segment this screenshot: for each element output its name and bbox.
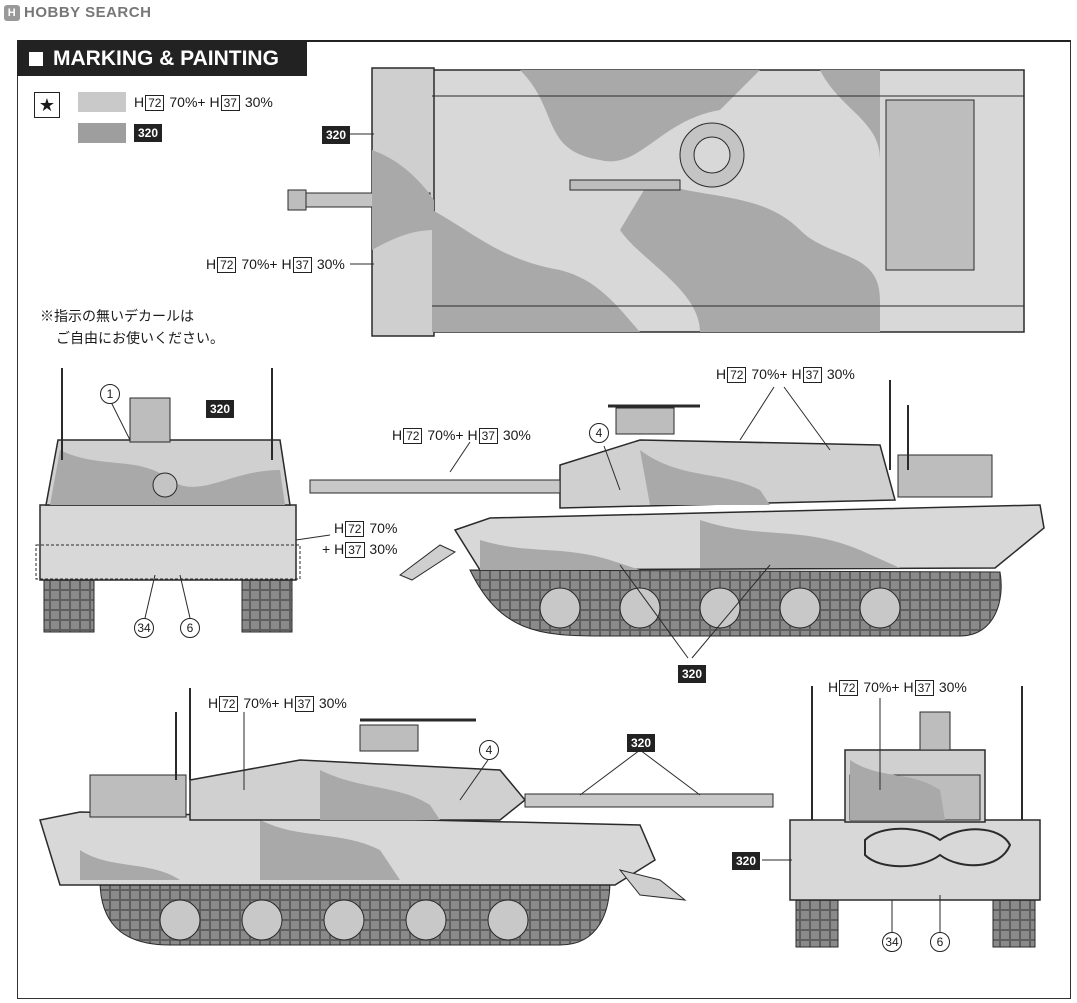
label-top-320: 320 bbox=[322, 126, 351, 144]
diagram-frame bbox=[17, 40, 1071, 999]
label-front-320: 320 bbox=[206, 400, 235, 418]
tank-side-view-left bbox=[309, 380, 1045, 659]
tank-rear-view bbox=[762, 686, 1041, 948]
label-front-num34: 34 bbox=[134, 618, 154, 638]
label-front-num6: 6 bbox=[180, 618, 200, 638]
watermark-badge: H bbox=[4, 4, 20, 21]
legend-swatch-light bbox=[78, 92, 126, 112]
star-icon: ★ bbox=[34, 92, 60, 118]
label-side2-num4: 4 bbox=[479, 740, 499, 760]
tank-side-view-right bbox=[39, 688, 774, 946]
label-front-num1: 1 bbox=[100, 384, 120, 404]
watermark-text: HOBBY SEARCH bbox=[24, 4, 152, 21]
header-square-icon bbox=[29, 52, 43, 66]
section-title: MARKING & PAINTING bbox=[53, 47, 279, 70]
section-header: MARKING & PAINTING bbox=[17, 42, 307, 76]
label-side1-320: 320 bbox=[678, 665, 707, 683]
decal-note: ※指示の無いデカールは ご自由にお使いください。 bbox=[40, 308, 224, 346]
tank-top-view bbox=[287, 67, 1025, 337]
watermark: H HOBBY SEARCH bbox=[4, 4, 151, 21]
tank-front-view bbox=[35, 368, 331, 633]
legend-swatch-dark bbox=[78, 123, 126, 143]
label-side1-num4: 4 bbox=[589, 423, 609, 443]
label-rear-320: 320 bbox=[732, 852, 761, 870]
legend-label-dark: 320 bbox=[134, 124, 163, 142]
label-rear-num6: 6 bbox=[930, 932, 950, 952]
label-side2-320: 320 bbox=[627, 734, 656, 752]
label-rear-num34: 34 bbox=[882, 932, 902, 952]
